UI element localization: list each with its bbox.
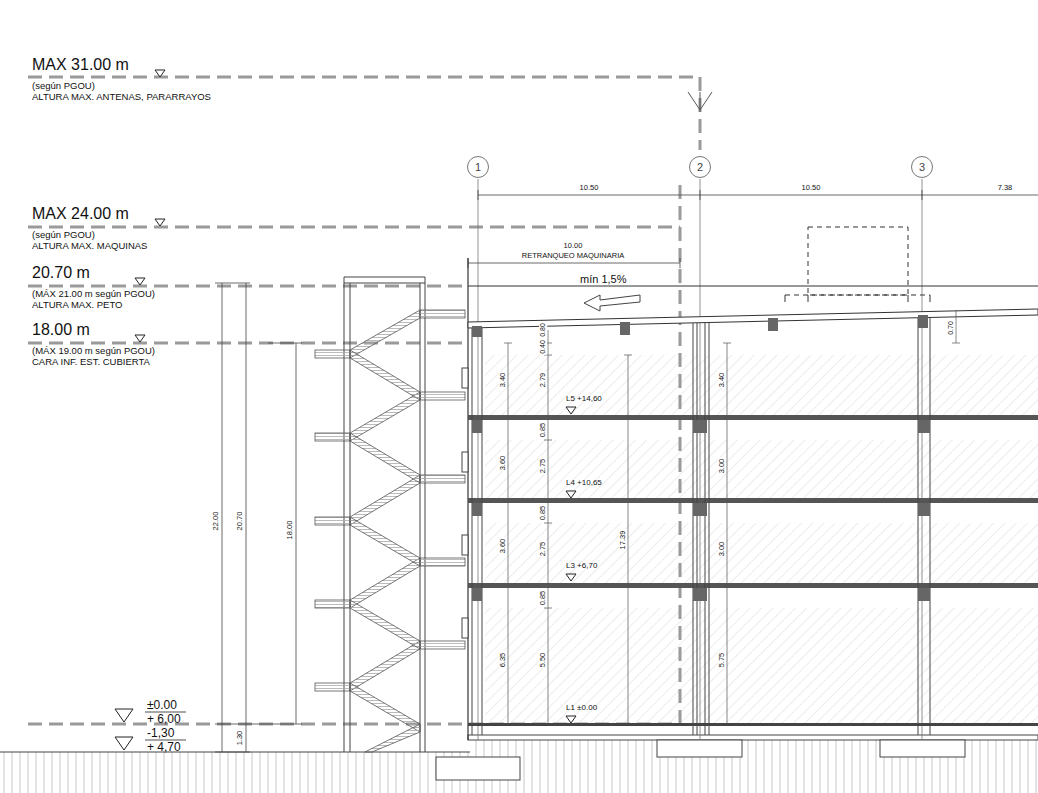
ground-hatch [470, 740, 1038, 793]
dimension-text: 0.85 [539, 505, 547, 522]
dimension-text: 10.00 [563, 242, 584, 250]
dimension-text: 0.85 [539, 590, 547, 607]
slope-text: mín 1,5% [580, 273, 626, 285]
level-label: L1 ±0.00 [566, 704, 597, 713]
height-limit-line [28, 77, 700, 724]
level-title: 18.00 m [32, 321, 90, 339]
level-note: (según PGOU) [32, 81, 95, 91]
dimension-text: 17.39 [619, 530, 627, 551]
grid-axis-bubble: 1 [467, 156, 489, 178]
level-note: CARA INF. EST. CUBIERTA [32, 357, 150, 367]
level-value: ±0.00 [147, 699, 177, 712]
dimension-text: 22.00 [212, 511, 220, 532]
grid-axis-number: 2 [697, 161, 703, 173]
ground-line [0, 752, 470, 753]
slope-arrow [584, 295, 640, 311]
floor-hatch [485, 355, 1038, 724]
machinery-outline [785, 227, 930, 295]
level-value: -1,30 [147, 727, 174, 740]
dimension-text: 5.75 [718, 652, 726, 669]
level-value: + 4,70 [147, 741, 181, 754]
building-structure [462, 258, 1038, 740]
dimension-text: 3.60 [499, 538, 507, 555]
grid-axis-bubble: 2 [689, 156, 711, 178]
level-title: MAX 31.00 m [32, 56, 129, 74]
grid-axis-number: 1 [475, 161, 481, 173]
dimension-text: 7.38 [997, 184, 1014, 192]
dimension-text: 10.50 [579, 184, 600, 192]
dimension-text: 2.79 [539, 372, 547, 389]
level-label: L3 +6,70 [566, 562, 597, 571]
dimension-line [468, 190, 1038, 268]
dimension-text: RETRANQUEO MAQUINARIA [521, 252, 626, 260]
level-fraction-line [145, 712, 186, 740]
level-title: MAX 24.00 m [32, 205, 129, 223]
machinery-support [785, 295, 930, 302]
foundation-slab [468, 735, 1038, 740]
dimension-line [504, 310, 960, 724]
footing [436, 757, 520, 780]
dimension-text: 0.70 [947, 320, 955, 336]
level-note: ALTURA MAX. MAQUINAS [32, 241, 147, 251]
dimension-text: 3.60 [499, 455, 507, 472]
footing [880, 740, 965, 757]
level-label: L5 +14,60 [566, 395, 602, 404]
level-note: (MÁX 21.00 m según PGOU) [32, 289, 155, 299]
level-note: ALTURA MAX. PETO [32, 300, 122, 310]
dimension-text: 2.75 [539, 458, 547, 475]
level-note: (MÁX 19.00 m según PGOU) [32, 346, 155, 356]
dimension-text: 5.50 [539, 652, 547, 669]
dimension-text: 0.85 [539, 422, 547, 439]
dimension-text: 3.00 [718, 458, 726, 475]
antenna-symbol [688, 92, 712, 112]
dimension-text: 3.40 [718, 372, 726, 389]
dimension-text: 18.00 [286, 520, 294, 541]
dimension-text: 3.40 [499, 372, 507, 389]
level-note: (según PGOU) [32, 230, 95, 240]
ground-hatch [0, 752, 470, 793]
level-marker [115, 70, 576, 750]
dimension-text: 6.35 [499, 652, 507, 669]
level-title: 20.70 m [32, 264, 90, 282]
footing [657, 740, 742, 757]
level-label: L4 +10,65 [566, 479, 602, 488]
dimension-text: 0.80 [539, 322, 547, 338]
dimension-text: 3.00 [718, 541, 726, 558]
level-value: + 6,00 [147, 713, 181, 726]
dimension-text: 20.70 [236, 511, 244, 532]
level-note: ALTURA MAX. ANTENAS, PARARRAYOS [32, 92, 211, 102]
dimension-text: 10.50 [801, 184, 822, 192]
grid-axis-number: 3 [919, 161, 925, 173]
stair-tower [315, 277, 465, 752]
dimension-text: 2.75 [539, 541, 547, 558]
grid-axis-bubble: 3 [911, 156, 933, 178]
dimension-text: 0.40 [539, 339, 547, 355]
dimension-line [215, 283, 302, 752]
dimension-text: 1.30 [236, 730, 244, 747]
